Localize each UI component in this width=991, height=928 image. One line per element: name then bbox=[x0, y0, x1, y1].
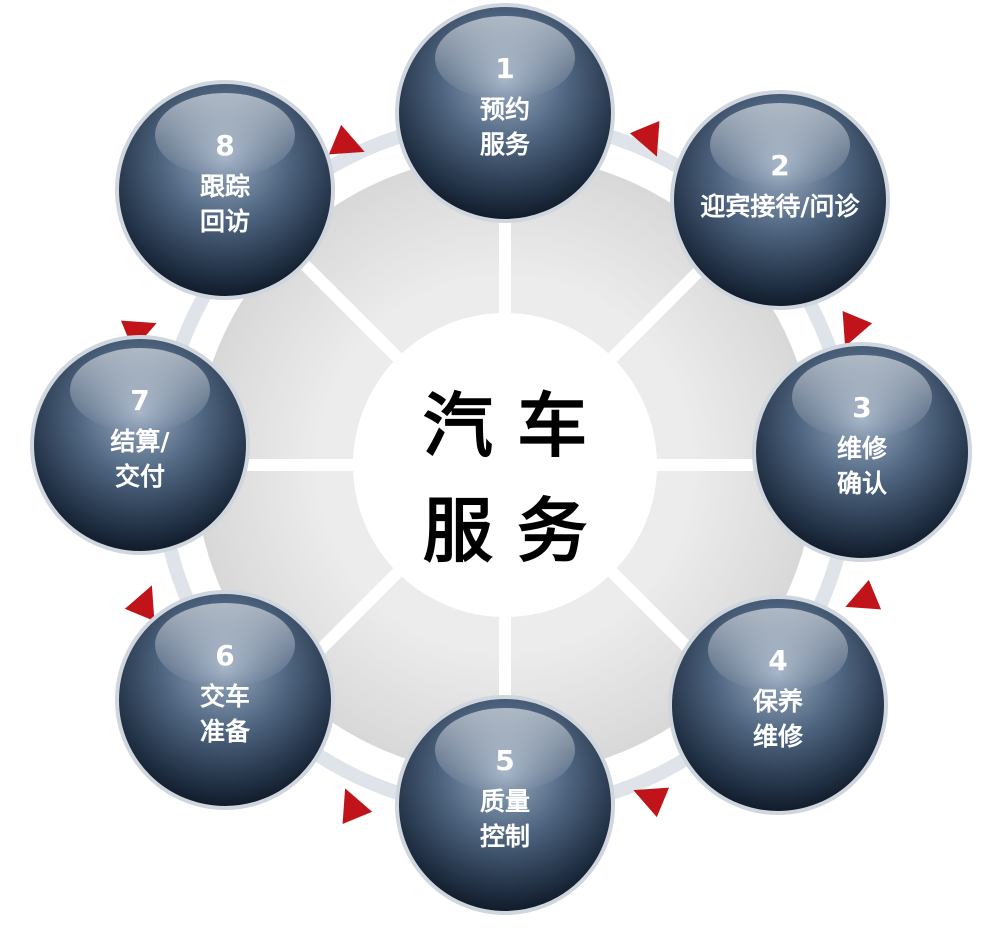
center-title-line2: 服 务 bbox=[423, 490, 587, 572]
step-number: 1 bbox=[495, 52, 514, 85]
sphere-highlight bbox=[155, 93, 295, 177]
step-line2: 交付 bbox=[115, 462, 165, 491]
center-circle bbox=[353, 313, 657, 617]
step-line1: 结算/ bbox=[110, 427, 170, 456]
red-arrow-icon bbox=[845, 579, 882, 610]
step-node-2: 2 迎宾接待/问诊 bbox=[670, 90, 890, 310]
step-line1: 质量 bbox=[480, 787, 530, 816]
step-number: 4 bbox=[768, 644, 787, 677]
step-number: 3 bbox=[852, 391, 871, 424]
step-number: 2 bbox=[770, 149, 789, 182]
sphere-highlight bbox=[435, 708, 575, 792]
step-line1: 维修 bbox=[837, 434, 888, 463]
step-number: 5 bbox=[495, 744, 514, 777]
red-arrow-icon bbox=[342, 788, 373, 825]
step-line2: 准备 bbox=[200, 717, 251, 746]
step-line1: 交车 bbox=[200, 682, 250, 711]
sphere-highlight bbox=[708, 608, 848, 692]
sphere-highlight bbox=[435, 16, 575, 100]
step-line2: 回访 bbox=[200, 207, 250, 236]
step-number: 7 bbox=[130, 384, 149, 417]
step-line2: 服务 bbox=[480, 130, 530, 159]
sphere-highlight bbox=[70, 348, 210, 432]
sphere-highlight bbox=[710, 103, 850, 187]
sphere-highlight bbox=[792, 355, 932, 439]
red-arrow-icon bbox=[124, 585, 155, 622]
step-node-7: 7 结算/交付 bbox=[30, 335, 250, 555]
step-line2: 维修 bbox=[753, 722, 804, 751]
sphere-highlight bbox=[155, 603, 295, 687]
red-arrow-icon bbox=[629, 120, 660, 157]
red-arrow-icon bbox=[633, 787, 670, 818]
step-line2: 控制 bbox=[480, 822, 530, 851]
step-line1: 保养 bbox=[752, 687, 803, 716]
step-line2: 确认 bbox=[837, 469, 887, 498]
step-number: 6 bbox=[215, 639, 234, 672]
center-title-line1: 汽 车 bbox=[423, 385, 587, 467]
step-number: 8 bbox=[215, 129, 234, 162]
step-line1: 迎宾接待/问诊 bbox=[700, 192, 860, 221]
step-line1: 跟踪 bbox=[200, 172, 250, 201]
step-line1: 预约 bbox=[480, 95, 530, 124]
red-arrow-icon bbox=[842, 310, 873, 347]
red-arrow-icon bbox=[328, 124, 365, 155]
